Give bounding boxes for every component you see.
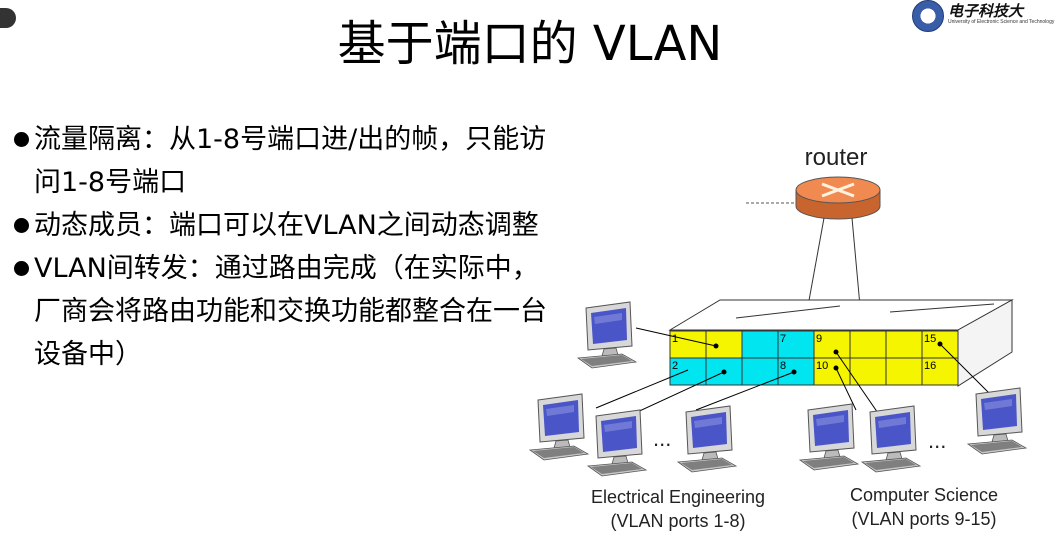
port-number-label: 2 xyxy=(672,360,678,372)
router-switch-link-2 xyxy=(851,217,861,307)
switch-port xyxy=(849,330,887,359)
logo-subtitle: University of Electronic Science and Tec… xyxy=(948,19,1055,25)
bullet-traffic-isolation: 流量隔离：从1-8号端口进/出的帧，只能访问1-8号端口 xyxy=(14,118,554,204)
slide-title: 基于端口的 VLAN xyxy=(337,16,723,72)
ellipsis-ee: ... xyxy=(653,426,671,451)
switch-port xyxy=(669,357,707,386)
port-number-label: 1 xyxy=(672,333,678,345)
switch-port xyxy=(921,357,959,386)
bullet-inter-vlan-forwarding: VLAN间转发：通过路由完成（在实际中，厂商会将路由功能和交换功能都整合在一台设… xyxy=(14,247,554,376)
switch-port xyxy=(669,330,707,359)
logo-name: 电子科技大 xyxy=(948,2,1024,20)
switch-port xyxy=(813,357,851,386)
computer-icon xyxy=(967,387,1027,455)
computer-icon xyxy=(587,409,647,477)
switch-top-face xyxy=(668,299,1014,331)
computer-icon xyxy=(861,405,921,473)
computer-icon xyxy=(577,301,637,369)
port-number-label: 10 xyxy=(816,360,828,372)
computer-icon xyxy=(677,405,737,473)
switch-port xyxy=(705,330,743,359)
switch-port xyxy=(741,357,779,386)
corner-decoration xyxy=(0,8,16,28)
router-switch-link-1 xyxy=(807,217,825,307)
group-ee-name: Electrical Engineering xyxy=(591,487,765,507)
switch-port xyxy=(777,330,815,359)
switch-port xyxy=(885,330,923,359)
switch-port xyxy=(741,330,779,359)
university-logo: 电子科技大 University of Electronic Science a… xyxy=(910,0,1060,34)
router-label: router xyxy=(805,144,868,171)
switch-port-grid: 1 7 9 15 2 8 10 16 xyxy=(669,330,959,386)
port-number-label: 8 xyxy=(780,360,786,372)
group-cs-name: Computer Science xyxy=(850,485,998,505)
bullet-list: 流量隔离：从1-8号端口进/出的帧，只能访问1-8号端口 动态成员：端口可以在V… xyxy=(14,118,554,376)
computer-icon xyxy=(799,403,859,471)
port-number-label: 15 xyxy=(924,333,936,345)
group-ee-ports: (VLAN ports 1-8) xyxy=(610,511,745,531)
computer-icon xyxy=(529,393,589,461)
group-cs-ports: (VLAN ports 9-15) xyxy=(851,509,996,529)
router-icon xyxy=(795,176,881,220)
port-number-label: 16 xyxy=(924,360,936,372)
ellipsis-cs: ... xyxy=(928,428,946,453)
switch-port xyxy=(885,357,923,386)
bullet-dynamic-membership: 动态成员：端口可以在VLAN之间动态调整 xyxy=(14,204,554,247)
university-emblem-icon xyxy=(912,0,944,32)
port-number-label: 9 xyxy=(816,333,822,345)
port-number-label: 7 xyxy=(780,333,786,345)
cables xyxy=(595,327,991,421)
